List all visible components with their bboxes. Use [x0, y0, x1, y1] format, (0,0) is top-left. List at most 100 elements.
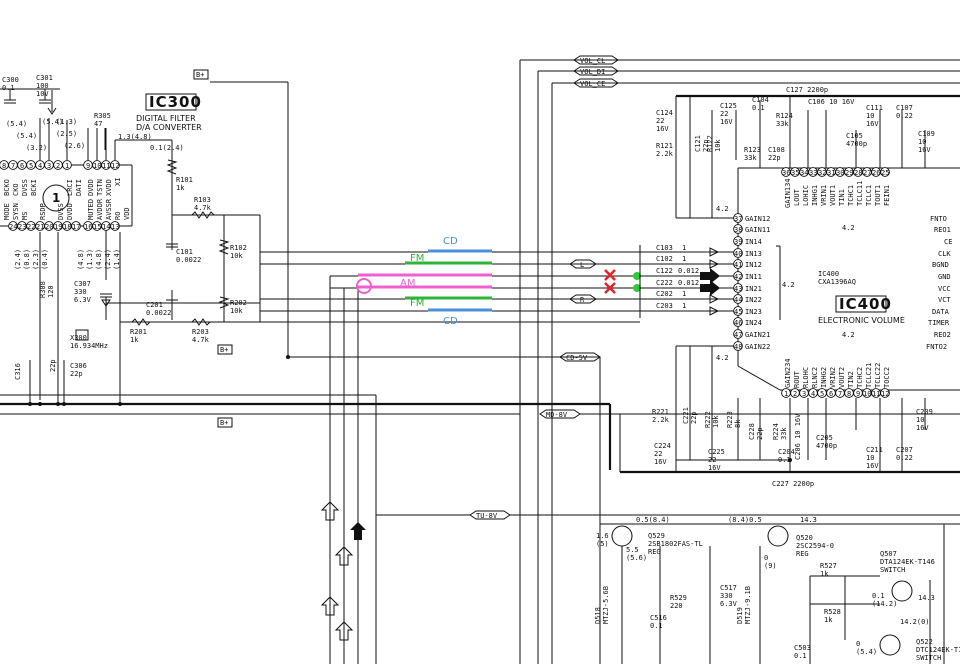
svg-text:8: 8: [847, 390, 851, 398]
svg-text:TCLC21: TCLC21: [865, 363, 873, 388]
svg-text:22: 22: [27, 223, 35, 231]
q507-transistor: [891, 580, 913, 602]
svg-text:31: 31: [827, 169, 835, 177]
svg-text:27: 27: [863, 169, 871, 177]
svg-text:VOL_DI: VOL_DI: [580, 68, 605, 76]
arrow-up-outline-3: [320, 596, 340, 616]
input-arrow-in22: [700, 294, 720, 304]
arrow-up-outline-4: [334, 621, 354, 641]
c106-label: C106 10 16V: [808, 98, 855, 106]
svg-text:GND: GND: [938, 273, 951, 281]
svg-text:(2.4): (2.4): [104, 249, 112, 270]
svg-text:INHG2: INHG2: [820, 367, 828, 388]
badge-b-plus-3: [217, 417, 233, 428]
ic300-bottom-pin-labels: MODE SYSN MS RSDP DVSS DVDD MUTED AVDDR …: [3, 198, 131, 220]
arrow-up-outline-1: [320, 501, 340, 521]
svg-text:B+: B+: [220, 419, 228, 427]
svg-text:IN24: IN24: [745, 319, 762, 327]
svg-text:35: 35: [791, 169, 799, 177]
q529-vin: 1.6(5): [596, 532, 609, 548]
svg-text:(5.4): (5.4): [16, 132, 37, 140]
r224-label: R22433k: [772, 423, 788, 440]
signal-tag-vol-di: [573, 66, 619, 76]
q522-transistor: [879, 634, 901, 656]
c316-label: C316: [14, 363, 22, 380]
signal-lines: L R: [259, 215, 640, 664]
svg-text:10: 10: [93, 162, 101, 170]
svg-text:BCKO: BCKO: [3, 179, 11, 196]
svg-text:40: 40: [734, 250, 742, 258]
q529-vb: 5.5(5.6): [626, 546, 647, 562]
ic400-bottom-pins: 1 2 3 4 5 6 7 8 9 10 11 12: [781, 388, 890, 398]
c228-label: C22822p: [748, 423, 764, 440]
svg-text:(4.8): (4.8): [77, 249, 85, 270]
ic300-top-pin-labels: BCKO CKO DVSS BCKI LRCI DATI DVDD TSTN X…: [3, 178, 122, 196]
svg-text:8: 8: [2, 162, 6, 170]
green-dot-2: [633, 284, 641, 292]
svg-text:GAIN21: GAIN21: [745, 331, 770, 339]
ic400-desc: ELECTRONIC VOLUME: [818, 316, 905, 325]
signal-tag-vol-cl: [573, 55, 619, 65]
signal-tag-l: [569, 259, 597, 269]
svg-text:1: 1: [784, 390, 788, 398]
svg-text:12: 12: [881, 390, 889, 398]
svg-text:TIN1: TIN1: [838, 189, 846, 206]
svg-text:LOHIC: LOHIC: [802, 185, 810, 206]
svg-text:20: 20: [45, 223, 53, 231]
svg-text:(2.3): (2.3): [32, 249, 40, 270]
svg-text:XI: XI: [114, 178, 122, 186]
svg-text:5: 5: [820, 390, 824, 398]
q520-ve: 14.3: [800, 516, 817, 524]
svg-text:R: R: [580, 296, 585, 304]
svg-text:DVSS: DVSS: [21, 179, 29, 196]
arrow-up-outline-2: [334, 546, 354, 566]
svg-text:CKO: CKO: [12, 183, 20, 196]
svg-text:REO2: REO2: [934, 331, 951, 339]
svg-text:34: 34: [800, 169, 808, 177]
svg-text:30: 30: [836, 169, 844, 177]
svg-text:39: 39: [734, 238, 742, 246]
svg-text:36: 36: [782, 169, 790, 177]
svg-text:48: 48: [734, 343, 742, 351]
svg-text:VOL_CE: VOL_CE: [580, 80, 605, 88]
svg-text:1: 1: [52, 191, 60, 205]
svg-text:B+: B+: [196, 71, 204, 79]
svg-text:4.2: 4.2: [782, 281, 795, 289]
svg-text:IN11: IN11: [745, 273, 762, 281]
svg-text:GAIN234: GAIN234: [784, 358, 792, 388]
svg-text:IN22: IN22: [745, 296, 762, 304]
q522-vb: 0(5.4): [856, 640, 877, 656]
svg-text:4.2: 4.2: [842, 331, 855, 339]
c305-label: 22p: [49, 359, 57, 372]
svg-text:LOUT: LOUT: [793, 188, 801, 206]
svg-text:INHG1: INHG1: [811, 185, 819, 206]
svg-text:33: 33: [809, 169, 817, 177]
svg-text:MS: MS: [21, 212, 29, 220]
